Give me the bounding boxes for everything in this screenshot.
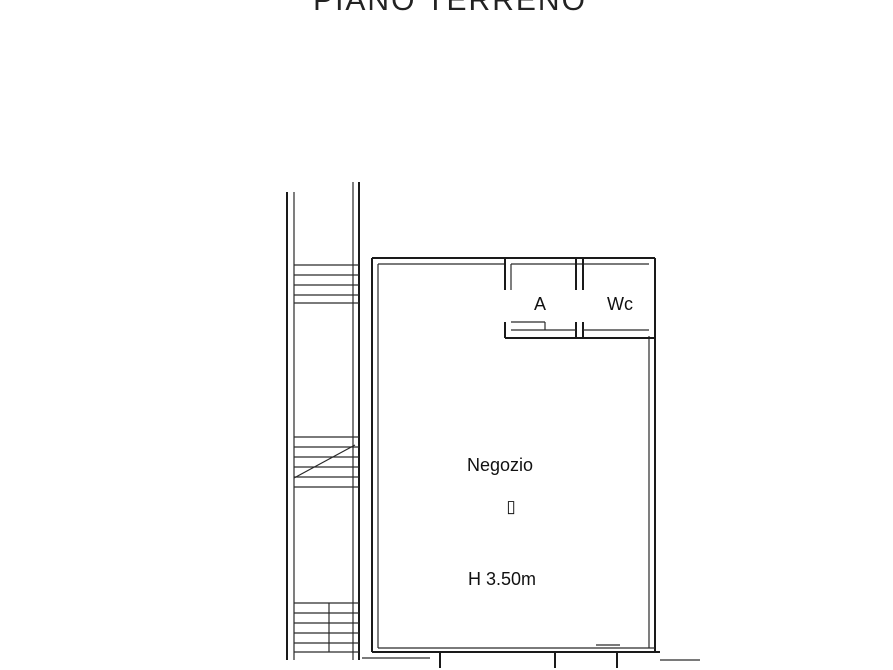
stair-break-line [293,444,356,479]
room-label-shop: Negozio [467,455,533,475]
shop-walls [362,257,700,668]
service-block [504,257,655,339]
room-label-anteroom: A [534,294,546,314]
room-label-wc: Wc [607,294,633,314]
plan-title: PIANO TERRENO [313,0,587,17]
room-marker-icon: ▯ [506,497,515,516]
staircase [286,182,360,660]
ceiling-height-label: H 3.50m [468,569,536,589]
